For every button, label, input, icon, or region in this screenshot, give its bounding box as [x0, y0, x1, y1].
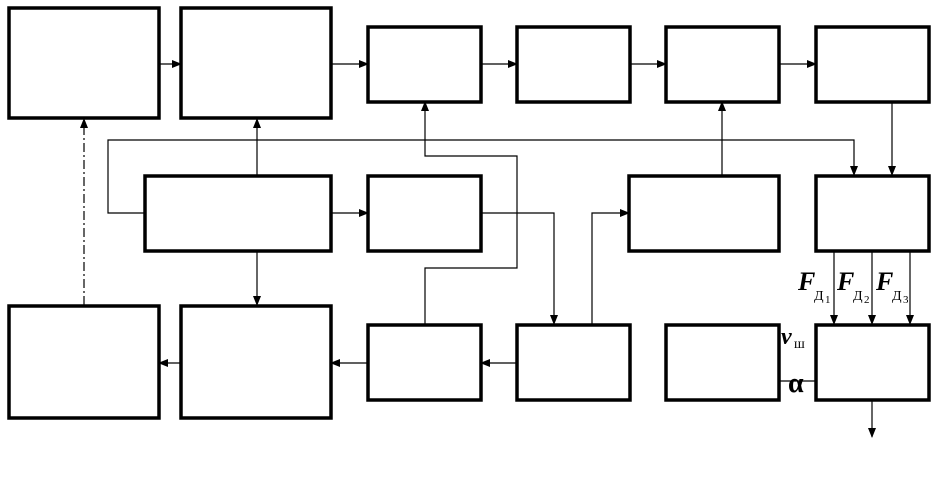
velocity-label-subscript: ш	[794, 337, 805, 352]
block-mid-1	[143, 174, 333, 253]
force-label-1-index: 1	[825, 294, 831, 306]
block-top-5	[664, 25, 781, 104]
force-label-2-symbol: F	[836, 267, 854, 296]
block-bottom-6	[814, 323, 931, 402]
arrow-b7-b10-loop	[107, 139, 858, 214]
block-bottom-5	[664, 323, 781, 402]
force-label-1: F Д 1	[797, 267, 831, 306]
block-top-4	[515, 25, 632, 104]
block-mid-2	[366, 174, 483, 253]
block-bottom-2	[179, 304, 333, 420]
force-label-3-index: 3	[903, 294, 909, 306]
force-label-2-subscript: Д	[853, 289, 863, 304]
force-label-1-subscript: Д	[814, 289, 824, 304]
velocity-label: v ш	[781, 324, 805, 352]
arrow-b13-b3	[421, 101, 518, 324]
block-top-6	[814, 25, 931, 104]
force-label-2: F Д 2	[836, 267, 870, 306]
arrow-b14-b9	[591, 209, 630, 324]
force-label-3-subscript: Д	[892, 289, 902, 304]
block-mid-4	[814, 174, 931, 253]
block-bottom-3	[366, 323, 483, 402]
block-top-2	[179, 6, 333, 120]
block-top-left	[7, 6, 161, 120]
force-label-2-index: 2	[864, 294, 870, 306]
connections	[80, 60, 914, 438]
arrow-b8-b14	[481, 212, 558, 325]
alpha-label: α	[788, 368, 804, 399]
force-label-3-symbol: F	[875, 267, 893, 296]
block-bottom-left	[7, 304, 161, 420]
force-label-1-symbol: F	[797, 267, 815, 296]
block-bottom-4	[515, 323, 632, 402]
block-mid-3	[627, 174, 781, 253]
force-label-3: F Д 3	[875, 267, 909, 306]
velocity-label-symbol: v	[781, 324, 792, 350]
blocks	[7, 6, 931, 420]
block-top-3	[366, 25, 483, 104]
